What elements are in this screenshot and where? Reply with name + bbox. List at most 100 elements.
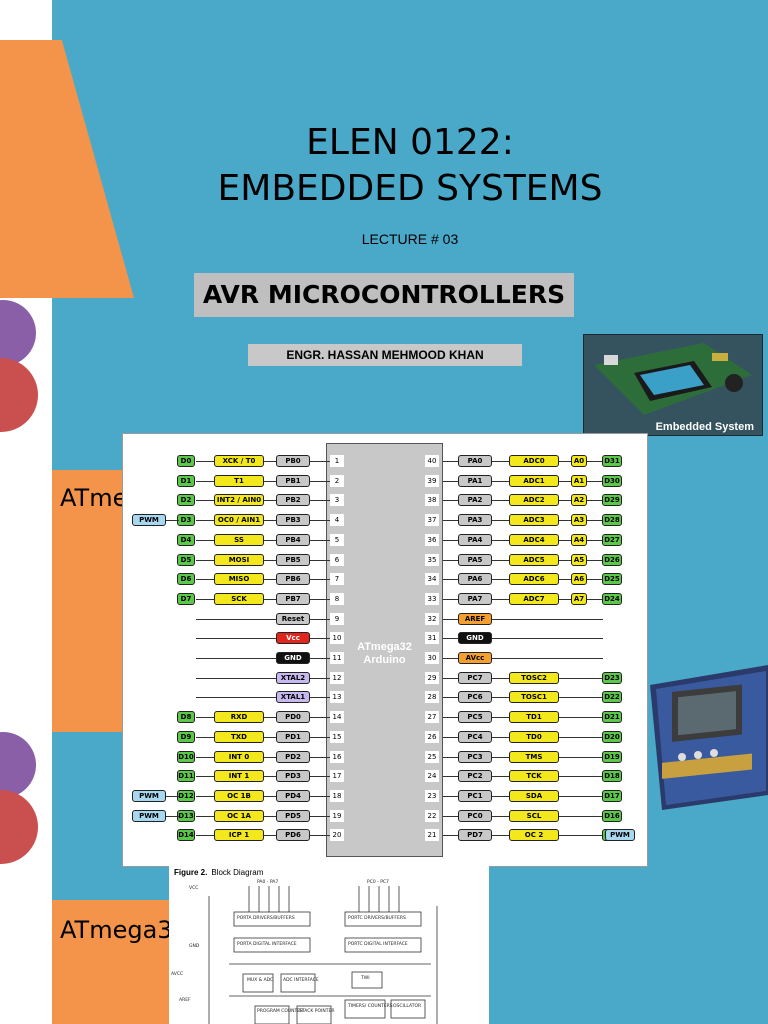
pin-function-label: TD1 (509, 711, 559, 724)
pin-port-label: PC6 (458, 691, 492, 704)
pin-function-label: OC 1A (214, 809, 264, 822)
pin-port-label: PD4 (276, 789, 310, 802)
pin-function-label: INT 0 (214, 750, 264, 763)
pin-number: 10 (330, 632, 344, 645)
chip-label-line-2: Arduino (363, 654, 406, 666)
pin-port-label: PB6 (276, 573, 310, 586)
pin-number: 11 (330, 652, 344, 664)
stack-pointer-label: STACK POINTER (299, 1009, 335, 1014)
pin-port-label: AREF (458, 612, 492, 625)
pin-port-label: PC2 (458, 770, 492, 783)
pin-port-label: PA3 (458, 514, 492, 527)
pin-digital-label: D14 (177, 829, 195, 842)
slide-title: ELEN 0122: EMBEDDED SYSTEMS (52, 120, 768, 212)
pin-port-label: PB0 (276, 455, 310, 467)
pin-digital-label: D7 (177, 592, 195, 605)
pin-number: 3 (330, 494, 344, 507)
pin-function-label: ADC0 (509, 455, 559, 467)
pin-function-label: ADC2 (509, 494, 559, 507)
pin-function-label: ADC6 (509, 573, 559, 586)
pwm-label: PWM (132, 514, 166, 527)
pin-analog-label: A2 (571, 494, 587, 507)
pin-port-label: PD3 (276, 770, 310, 783)
pin-port-label: XTAL1 (276, 691, 310, 704)
pin-port-label: PA5 (458, 553, 492, 566)
pwm-label: PWM (132, 789, 166, 802)
pin-digital-label: D24 (602, 592, 622, 605)
pin-digital-label: D21 (602, 711, 622, 724)
porta-drivers-label: PORTA DRIVERS/BUFFERS (237, 916, 295, 921)
pin-wire (196, 697, 330, 699)
pin-function-label: OC 1B (214, 789, 264, 802)
pin-digital-label: D23 (602, 671, 622, 684)
block-diagram-svg (208, 886, 438, 1024)
pin-analog-label: A7 (571, 592, 587, 605)
pin-function-label: XCK / T0 (214, 455, 264, 467)
pin-number: 39 (425, 474, 439, 487)
pin-wire (196, 677, 330, 679)
adc-interface-label: ADC INTERFACE (283, 978, 319, 983)
pin-function-label: ADC7 (509, 592, 559, 605)
pin-number: 2 (330, 474, 344, 487)
chip-label: ATmega32 Arduino (326, 641, 443, 667)
pin-port-label: PD0 (276, 711, 310, 724)
pin-function-label: TCK (509, 770, 559, 783)
vcc-label: VCC (189, 886, 199, 891)
pin-wire (165, 795, 179, 797)
pin-function-label: ADC1 (509, 474, 559, 487)
author-name: ENGR. HASSAN MEHMOOD KHAN (248, 344, 522, 366)
avcc-label: AVCC (171, 972, 184, 977)
side-text-atmega32: ATmega3 (60, 916, 173, 944)
pin-number: 25 (425, 750, 439, 763)
pin-wire (443, 618, 603, 620)
pin-digital-label: D22 (602, 691, 622, 704)
pin-port-label: Reset (276, 612, 310, 625)
pin-digital-label: D31 (602, 455, 622, 467)
pin-analog-label: A4 (571, 533, 587, 546)
pin-number: 35 (425, 553, 439, 566)
section-heading: AVR MICROCONTROLLERS (194, 273, 574, 317)
pin-function-label: T1 (214, 474, 264, 487)
portc-pins-label: PC0 - PC7 (367, 880, 389, 885)
pin-function-label: TMS (509, 750, 559, 763)
pin-function-label: OC0 / AIN1 (214, 514, 264, 527)
pin-function-label: TOSC1 (509, 691, 559, 704)
dev-board-image (650, 665, 768, 810)
pin-port-label: PB2 (276, 494, 310, 507)
pin-digital-label: D6 (177, 573, 195, 586)
pin-function-label: INT2 / AIN0 (214, 494, 264, 507)
pin-number: 32 (425, 612, 439, 625)
pin-analog-label: A1 (571, 474, 587, 487)
pin-digital-label: D29 (602, 494, 622, 507)
pin-digital-label: D27 (602, 533, 622, 546)
pin-number: 33 (425, 592, 439, 605)
pin-digital-label: D4 (177, 533, 195, 546)
pin-digital-label: D8 (177, 711, 195, 724)
pin-number: 1 (330, 455, 344, 467)
pin-number: 13 (330, 691, 344, 704)
pin-digital-label: D12 (177, 789, 195, 802)
purple-circle-2 (0, 732, 36, 798)
pin-wire (443, 638, 603, 640)
pin-number: 31 (425, 632, 439, 645)
pin-port-label: PD5 (276, 809, 310, 822)
pin-port-label: PB7 (276, 592, 310, 605)
pin-number: 29 (425, 671, 439, 684)
mux-adc-label: MUX & ADC (247, 978, 274, 983)
chip-body (326, 443, 443, 857)
portc-interface-label: PORTC DIGITAL INTERFACE (348, 942, 408, 947)
pin-number: 16 (330, 750, 344, 763)
pin-analog-label: A3 (571, 514, 587, 527)
pin-function-label: ICP 1 (214, 829, 264, 842)
pin-number: 7 (330, 573, 344, 586)
pin-digital-label: D13 (177, 809, 195, 822)
pin-number: 40 (425, 455, 439, 467)
pin-function-label: RXD (214, 711, 264, 724)
pin-digital-label: D19 (602, 750, 622, 763)
pin-function-label: SCL (509, 809, 559, 822)
block-diagram-caption: Figure 2.Block Diagram (174, 868, 263, 877)
pin-number: 12 (330, 671, 344, 684)
pin-number: 23 (425, 789, 439, 802)
pin-port-label: PA0 (458, 455, 492, 467)
pin-digital-label: D20 (602, 730, 622, 743)
